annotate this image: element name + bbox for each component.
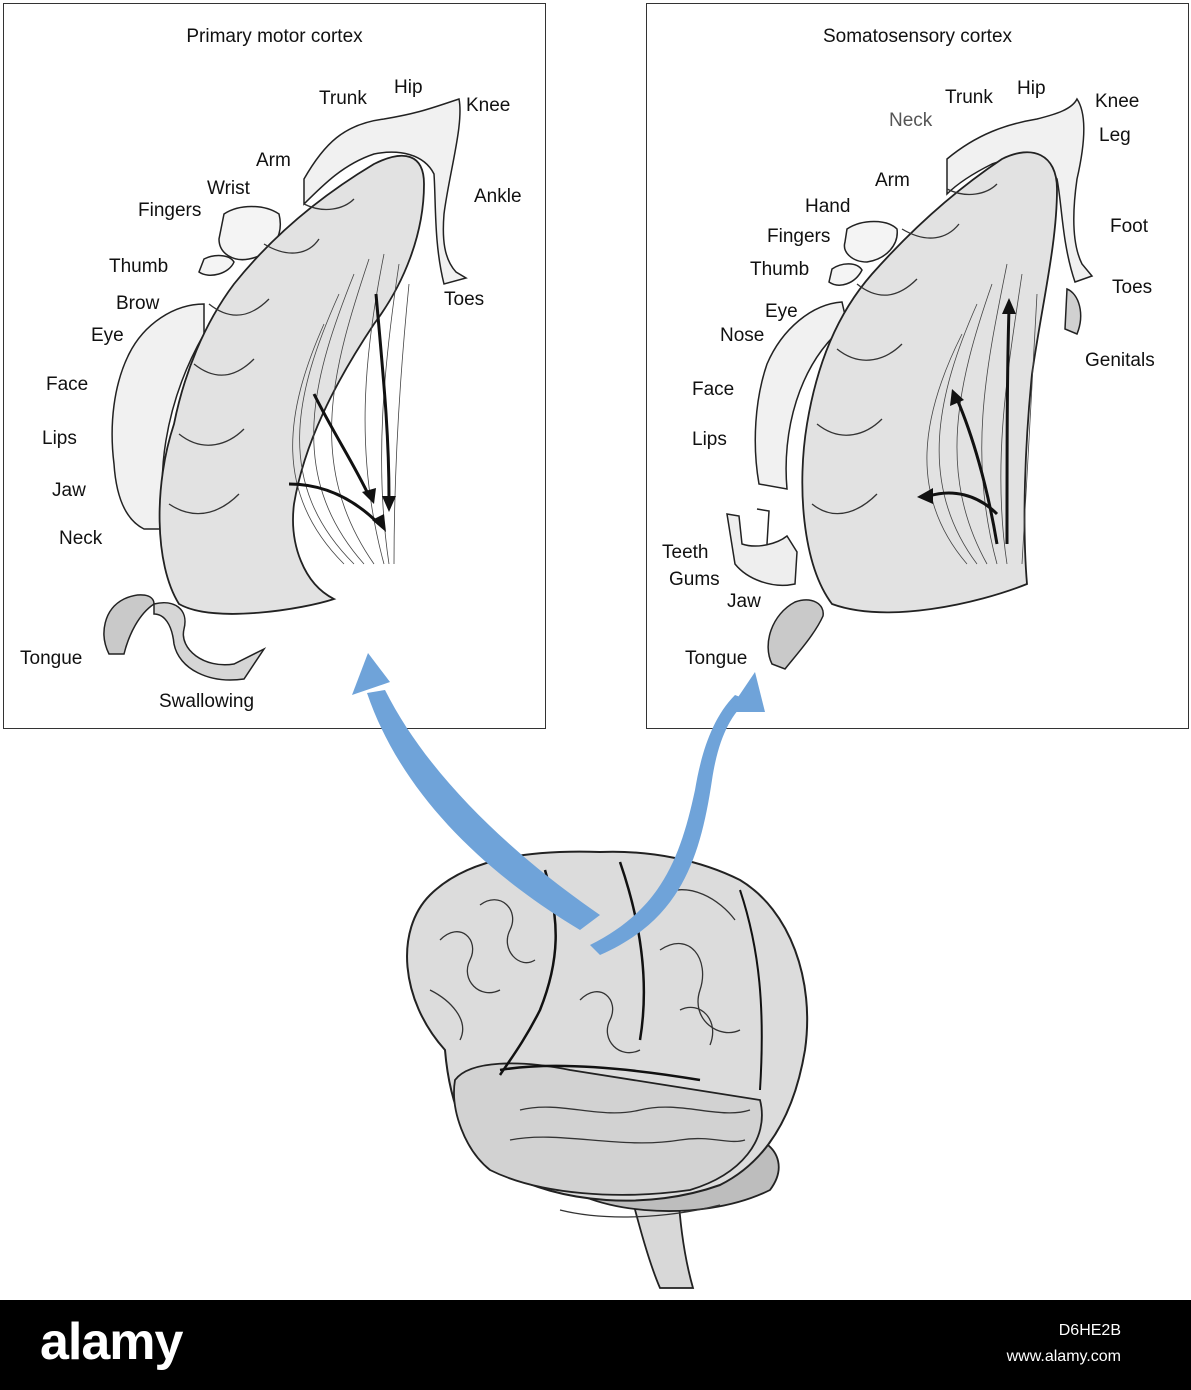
label-trunk: Trunk (945, 87, 993, 108)
motor-cortex-panel: Primary motor cortex Trunk (3, 3, 546, 729)
label-arm: Arm (256, 150, 291, 171)
label-knee: Knee (466, 95, 511, 116)
label-thumb: Thumb (109, 256, 169, 277)
label-trunk: Trunk (319, 88, 367, 109)
label-ankle: Ankle (474, 186, 522, 207)
sensory-panel-title: Somatosensory cortex (822, 26, 1013, 47)
label-fingers: Fingers (767, 226, 831, 247)
label-brow: Brow (116, 293, 160, 314)
label-arm: Arm (875, 170, 910, 191)
label-tongue: Tongue (20, 648, 83, 669)
label-genitals: Genitals (1085, 350, 1155, 371)
label-jaw: Jaw (727, 591, 761, 612)
label-eye: Eye (91, 325, 124, 346)
label-hip: Hip (394, 77, 423, 98)
label-jaw: Jaw (52, 480, 86, 501)
label-face: Face (692, 379, 735, 400)
label-fingers: Fingers (138, 200, 202, 221)
label-hip: Hip (1017, 78, 1046, 99)
image-id: D6HE2B (1058, 1322, 1121, 1339)
label-leg: Leg (1099, 125, 1131, 146)
label-teeth: Teeth (662, 542, 709, 563)
label-lips: Lips (692, 429, 727, 450)
image-code: D6HE2B www.alamy.com (1007, 1318, 1121, 1369)
motor-panel-title: Primary motor cortex (186, 26, 363, 47)
label-nose: Nose (720, 325, 765, 346)
label-knee: Knee (1095, 91, 1140, 112)
label-swallowing: Swallowing (159, 691, 255, 712)
label-tongue: Tongue (685, 648, 748, 669)
label-foot: Foot (1110, 216, 1149, 237)
label-face: Face (46, 374, 89, 395)
label-neck: Neck (889, 110, 933, 131)
somatosensory-cortex-panel: Somatosensory cortex Trunk Hip (646, 3, 1189, 729)
somatosensory-cortex-illustration (726, 97, 1094, 670)
label-hand: Hand (805, 196, 851, 217)
label-neck: Neck (59, 528, 103, 549)
label-eye: Eye (765, 301, 798, 322)
label-toes: Toes (1112, 277, 1153, 298)
watermark-footer-bar: alamy D6HE2B www.alamy.com (0, 1300, 1191, 1390)
site-url: www.alamy.com (1006, 1347, 1121, 1365)
label-lips: Lips (42, 428, 77, 449)
label-gums: Gums (669, 569, 720, 590)
label-toes: Toes (444, 289, 485, 310)
label-thumb: Thumb (750, 259, 810, 280)
label-wrist: Wrist (207, 178, 250, 199)
brand-logo: alamy (40, 1313, 183, 1371)
motor-cortex-illustration (103, 98, 468, 681)
